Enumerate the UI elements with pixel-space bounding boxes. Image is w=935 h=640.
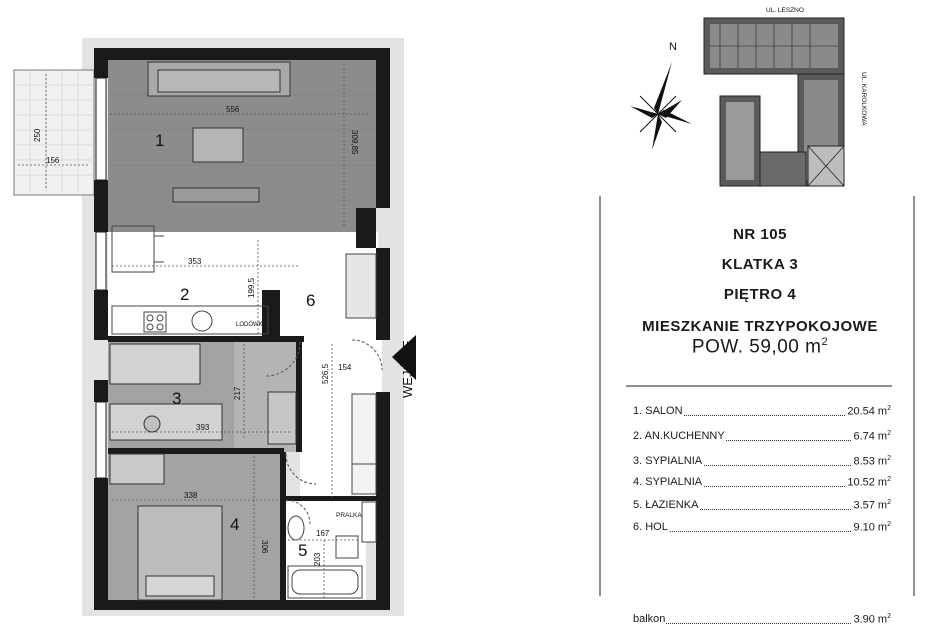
dim-250: 250	[33, 128, 42, 142]
room-label: 4. SYPIALNIA	[633, 476, 704, 488]
room-area: 20.54 m2	[846, 405, 891, 418]
dim-556: 556	[226, 105, 240, 114]
bathroom-fixtures	[287, 501, 377, 599]
washer-label: PRALKA	[336, 512, 362, 519]
dim-526-5: 526,5	[321, 363, 330, 384]
room-area: 6.74 m2	[852, 430, 891, 443]
room-area: 8.53 m2	[852, 455, 891, 468]
room-label: 5. ŁAZIENKA	[633, 499, 700, 511]
dim-199-5: 199,5	[247, 277, 256, 298]
room-label: balkon	[633, 613, 667, 625]
staircase-label: KLATKA 3	[721, 256, 799, 273]
apartment-number: NR 105	[733, 226, 787, 243]
windows	[95, 77, 107, 479]
dim-167: 167	[316, 529, 330, 538]
apartment-area: POW. 59,00 m2	[691, 336, 829, 358]
room-number-1: 1	[155, 131, 164, 150]
balcony	[13, 69, 95, 196]
room-number-2: 2	[180, 285, 189, 304]
dimension-lines	[18, 64, 370, 598]
bedroom-3-furniture	[109, 343, 297, 445]
room-area: 3.90 m2	[852, 613, 891, 626]
room-label: 6. HOL	[633, 521, 669, 533]
room-area: 10.52 m2	[846, 476, 891, 489]
room-label: 2. AN.KUCHENNY	[633, 430, 726, 442]
kitchen-floor	[108, 232, 378, 340]
compass-rose-icon	[630, 62, 692, 150]
dim-393: 393	[196, 423, 210, 432]
street-karolkowa: UL. KAROLKOWA	[860, 72, 867, 126]
site-map	[703, 17, 845, 187]
bedroom-4-furniture	[109, 453, 223, 601]
dim-156: 156	[46, 156, 60, 165]
room-number-3: 3	[172, 389, 181, 408]
dim-203: 203	[313, 552, 322, 566]
dim-217: 217	[233, 386, 242, 400]
hall-wardrobes	[351, 393, 377, 495]
salon-furniture	[147, 61, 291, 203]
floor-label: PIĘTRO 4	[723, 286, 797, 303]
room-row-balcony: balkon 3.90 m2	[633, 613, 891, 629]
kitchen-furniture	[111, 225, 377, 335]
room-label: 1. SALON	[633, 405, 684, 417]
dim-306: 306	[260, 540, 269, 554]
room-row-bathroom: 5. ŁAZIENKA 3.57 m2	[633, 499, 891, 515]
room-number-4: 4	[230, 515, 239, 534]
room-row-salon: 1. SALON 20.54 m2	[633, 405, 891, 421]
room-label: 3. SYPIALNIA	[633, 455, 704, 467]
room-row-bedroom-4: 4. SYPIALNIA 10.52 m2	[633, 476, 891, 492]
room-area: 3.57 m2	[852, 499, 891, 512]
room-area: 9.10 m2	[852, 521, 891, 534]
compass-north-label: N	[669, 41, 677, 53]
dim-353: 353	[188, 257, 202, 266]
entrance-arrow-icon	[392, 335, 416, 380]
room-number-6: 6	[306, 291, 315, 310]
apartment-type: MIESZKANIE TRZYPOKOJOWE	[642, 318, 878, 335]
room-row-hall: 6. HOL 9.10 m2	[633, 521, 891, 537]
walls	[94, 48, 390, 610]
room-number-5: 5	[298, 541, 307, 560]
info-frame	[599, 196, 915, 596]
room-row-bedroom-3: 3. SYPIALNIA 8.53 m2	[633, 455, 891, 471]
dim-309-85: 309,85	[350, 130, 359, 155]
street-leszno: UL. LESZNO	[766, 7, 804, 14]
door-swings	[265, 339, 383, 525]
room-row-kitchen: 2. AN.KUCHENNY 6.74 m2	[633, 430, 891, 446]
fridge-label: LODÓWKA	[236, 321, 267, 328]
dim-338: 338	[184, 491, 198, 500]
dim-154: 154	[338, 363, 352, 372]
